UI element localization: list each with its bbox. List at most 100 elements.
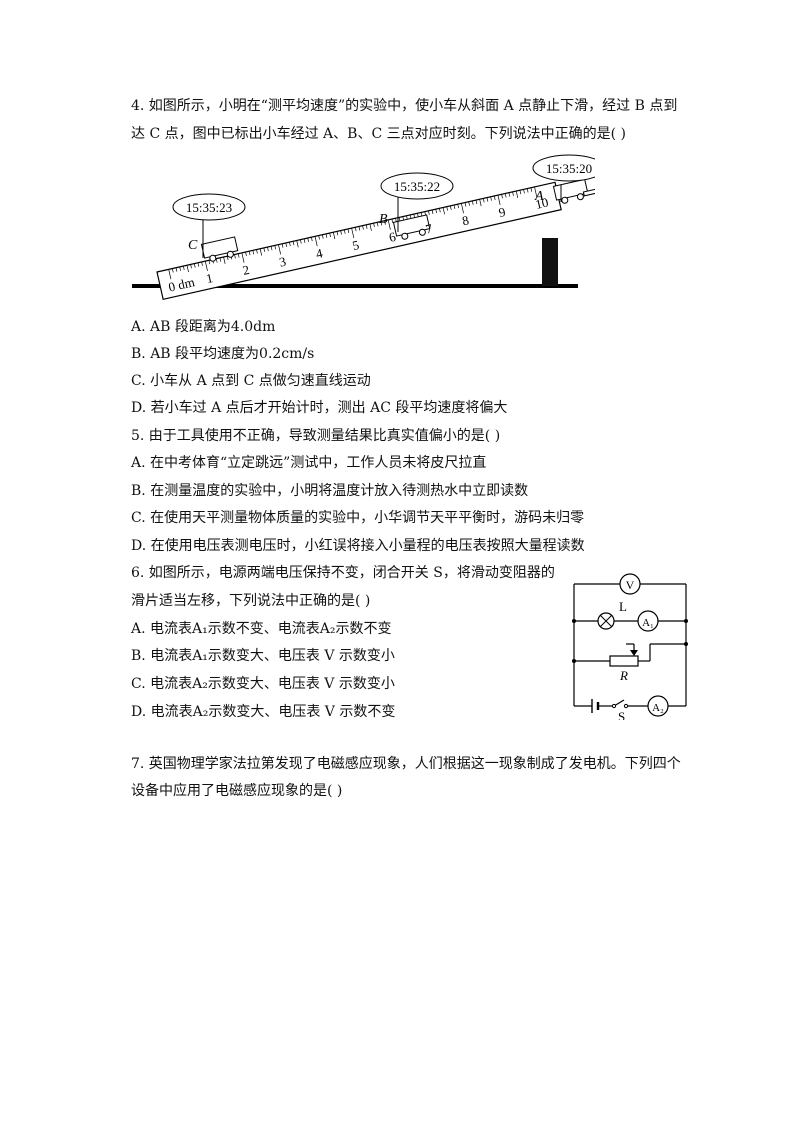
- ruler-tick: [318, 235, 320, 240]
- q4-option-b: B. AB 段平均速度为0.2cm/s: [131, 346, 315, 362]
- ruler-tick: [259, 248, 263, 256]
- resistor-symbol: [609, 655, 639, 667]
- ruler-tick: [380, 221, 383, 226]
- ruler-number: 7: [424, 221, 434, 237]
- q7-stem-line1: 7. 英国物理学家法拉第发现了电磁感应现象，人们根据这一现象制成了发电机。下列四…: [131, 756, 681, 772]
- ammeter1-symbol: [637, 610, 659, 632]
- ruler-tick: [504, 193, 507, 198]
- ruler-tick: [278, 244, 281, 255]
- time-b: 15:35:22: [394, 179, 440, 194]
- resistor-label: R: [619, 668, 628, 683]
- ruler-number: 10: [534, 194, 550, 211]
- ruler-tick: [208, 260, 211, 265]
- q6-option-b: B. 电流表A₁示数变大、电压表 V 示数变小: [131, 648, 395, 664]
- ruler-tick: [223, 256, 226, 264]
- ruler-tick: [274, 245, 277, 250]
- ruler-number: 2: [241, 262, 251, 278]
- q4-option-a: A. AB 段距离为4.0dm: [131, 319, 276, 335]
- ruler-tick: [245, 251, 247, 257]
- ruler-tick: [457, 204, 459, 209]
- ruler-tick: [329, 233, 331, 238]
- ruler-tick: [365, 224, 368, 229]
- ruler-tick: [307, 237, 309, 243]
- label-b: B: [379, 212, 388, 227]
- ruler-tick: [289, 242, 291, 247]
- ruler-tick: [168, 269, 172, 280]
- ruler-tick: [482, 198, 485, 203]
- time-c: 15:35:23: [186, 200, 232, 215]
- q4-option-d: D. 若小车过 A 点后才开始计时，测出 AC 段平均速度将偏大: [131, 400, 508, 416]
- ruler-tick: [252, 250, 255, 255]
- switch-contact-right: [623, 703, 629, 709]
- time-oval-a: [532, 154, 595, 182]
- ruler-tick: [453, 204, 456, 210]
- ruler-tick: [292, 241, 295, 246]
- ruler-number: 6: [387, 229, 397, 245]
- ruler-tick: [172, 268, 174, 273]
- ruler-number: 8: [461, 212, 471, 228]
- ruler-tick: [442, 207, 445, 215]
- ruler-tick: [190, 264, 192, 269]
- ruler-tick: [285, 242, 287, 247]
- ruler-tick: [193, 263, 196, 268]
- battery-symbol: [591, 699, 600, 713]
- ruler-tick: [534, 186, 538, 197]
- ruler-tick: [493, 195, 496, 200]
- ruler-tick: [497, 195, 501, 205]
- ruler-tick: [296, 240, 299, 248]
- q6-option-d: D. 电流表A₂示数变大、电压表 V 示数不变: [131, 704, 396, 720]
- ruler-tick: [248, 251, 251, 256]
- ammeter1-label: A₁: [642, 617, 654, 629]
- q4-stem-line2: 达 C 点，图中已标出小车经过 A、B、C 三点对应时刻。下列说法中正确的是( …: [131, 126, 626, 142]
- ammeter2-symbol: [647, 695, 669, 717]
- ruler-tick: [512, 191, 514, 196]
- ruler-tick: [219, 257, 222, 262]
- ruler-tick: [376, 222, 379, 227]
- ruler-number: 3: [278, 254, 288, 270]
- ruler-tick: [435, 209, 437, 214]
- q6-stem-line1: 6. 如图所示，电源两端电压保持不变，闭合开关 S，将滑动变阻器的: [131, 565, 555, 581]
- ruler-tick: [311, 237, 313, 242]
- q7-stem-line2: 设备中应用了电磁感应现象的是( ): [131, 783, 343, 799]
- slider-arrow-icon: [630, 650, 638, 656]
- lamp-symbol: [597, 612, 615, 630]
- ruler-tick: [450, 205, 452, 210]
- ruler-tick: [336, 231, 339, 236]
- ruler-tick: [351, 228, 355, 238]
- ruler-number: 1: [205, 270, 215, 286]
- ruler-tick: [347, 228, 350, 233]
- ruler-tick: [354, 227, 357, 232]
- ruler-tick: [237, 253, 240, 258]
- ruler-tick: [263, 247, 266, 252]
- ruler-tick: [332, 232, 336, 240]
- ruler-tick: [472, 200, 474, 205]
- time-a: 15:35:20: [546, 161, 592, 176]
- ruler-tick: [387, 219, 391, 230]
- ruler-tick: [519, 190, 522, 195]
- ruler-tick: [303, 238, 306, 243]
- ruler-number: 5: [351, 237, 361, 253]
- ruler-tick: [179, 266, 181, 271]
- ruler-tick: [343, 229, 346, 234]
- ruler-tick: [446, 206, 448, 211]
- q6-option-a: A. 电流表A₁示数不变、电流表A₂示数不变: [131, 621, 392, 637]
- q4-option-c: C. 小车从 A 点到 C 点做匀速直线运动: [131, 373, 371, 389]
- ruler-tick: [270, 246, 273, 251]
- ruler-tick: [461, 203, 464, 214]
- q6-option-c: C. 电流表A₂示数变大、电压表 V 示数变小: [131, 676, 395, 692]
- ruler-tick: [464, 202, 467, 207]
- ruler-tick: [428, 210, 430, 215]
- label-c: C: [188, 238, 198, 253]
- ruler-tick: [256, 249, 258, 254]
- ruler-number: 0 dm: [167, 274, 196, 294]
- ruler-tick: [501, 194, 503, 199]
- ruler-tick: [486, 197, 489, 202]
- ruler-tick: [526, 188, 529, 193]
- switch-label: S: [618, 709, 625, 720]
- ruler-tick: [530, 187, 533, 192]
- q6-stem-line2: 滑片适当左移，下列说法中正确的是( ): [131, 593, 371, 609]
- q5-option-b: B. 在测量温度的实验中，小明将温度计放入待测热水中立即读数: [131, 483, 529, 499]
- q5-option-c: C. 在使用天平测量物体质量的实验中，小华调节天平平衡时，游码未归零: [131, 510, 585, 526]
- ruler-tick: [391, 218, 394, 224]
- time-oval-b: [380, 172, 454, 200]
